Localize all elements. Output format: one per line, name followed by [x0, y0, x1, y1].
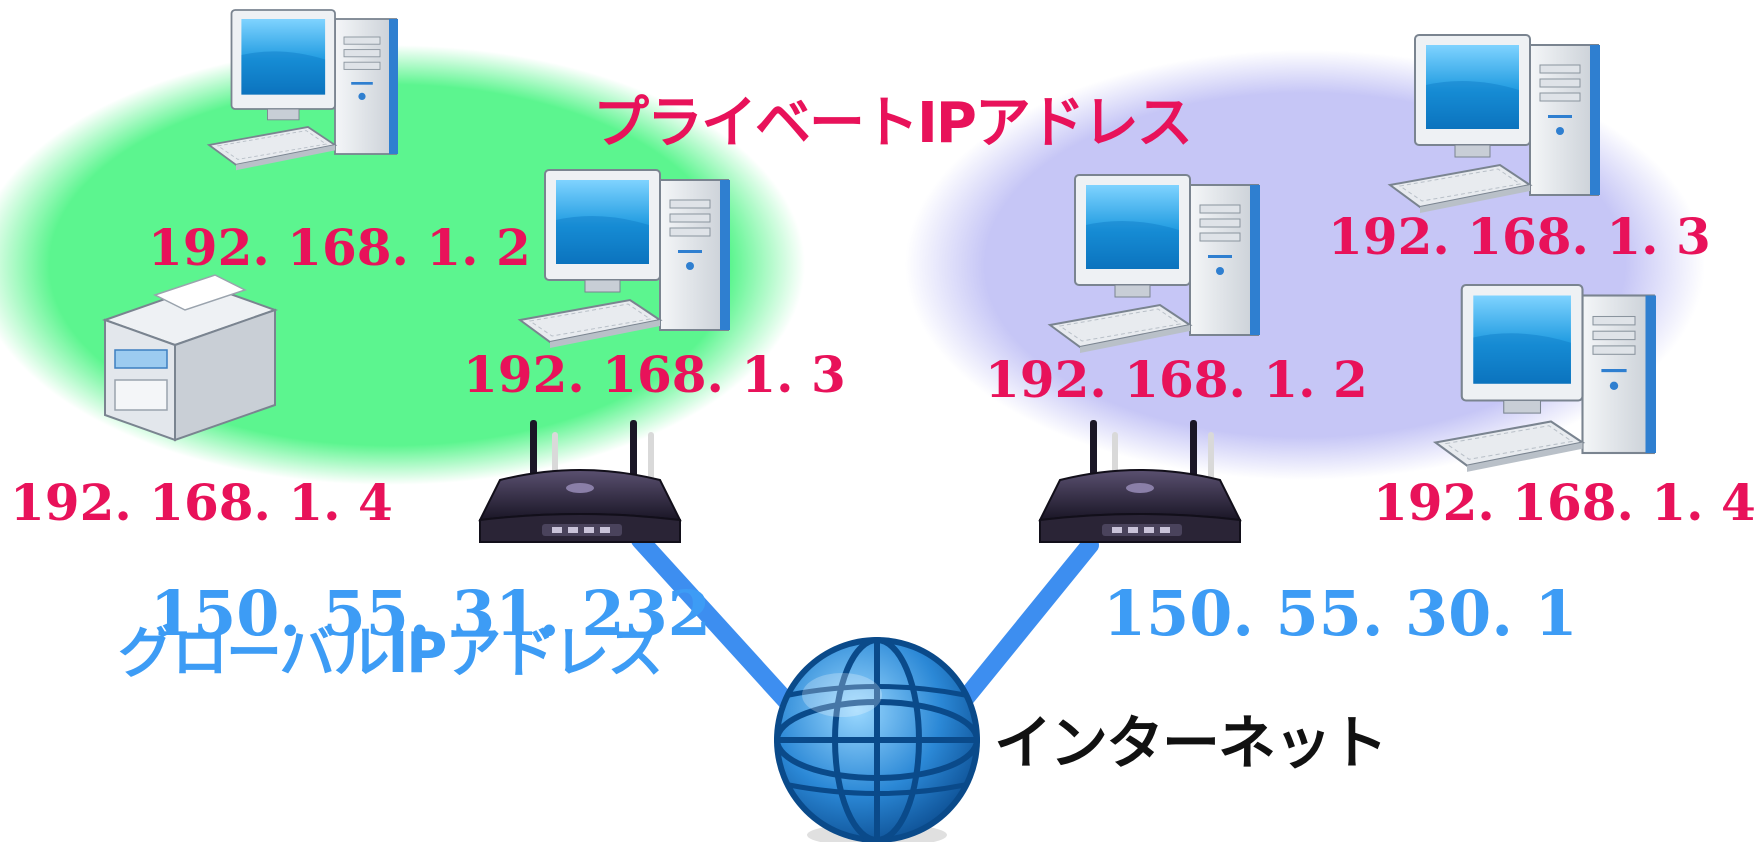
desktop-computer-icon — [1389, 34, 1601, 214]
desktop-computer-icon — [1434, 283, 1658, 473]
left-router-global-ip: 150. 55. 31. 232 — [150, 577, 711, 650]
right-router-global-ip: 150. 55. 30. 1 — [1103, 577, 1578, 650]
right-pc-top-ip: 192. 168. 1. 3 — [1328, 207, 1711, 266]
globe-icon — [774, 637, 980, 842]
right-pc-bottom-ip: 192. 168. 1. 4 — [1373, 473, 1756, 532]
link-left — [631, 531, 799, 714]
left-pc-mid-ip: 192. 168. 1. 3 — [463, 345, 846, 404]
desktop-computer-icon — [208, 9, 399, 172]
global-ip-title: グローバルIPアドレス — [118, 621, 663, 686]
desktop-computer-icon — [519, 169, 731, 349]
internet-label: インターネット — [994, 709, 1388, 777]
link-right — [951, 536, 1099, 714]
left-pc-top-ip: 192. 168. 1. 2 — [148, 218, 531, 277]
right-pc-mid-ip: 192. 168. 1. 2 — [985, 350, 1368, 409]
multifunction-printer-icon — [102, 274, 278, 442]
left-printer-ip: 192. 168. 1. 4 — [10, 473, 393, 532]
private-ip-title: プライベートIPアドレス — [593, 91, 1193, 156]
desktop-computer-icon — [1049, 174, 1261, 354]
